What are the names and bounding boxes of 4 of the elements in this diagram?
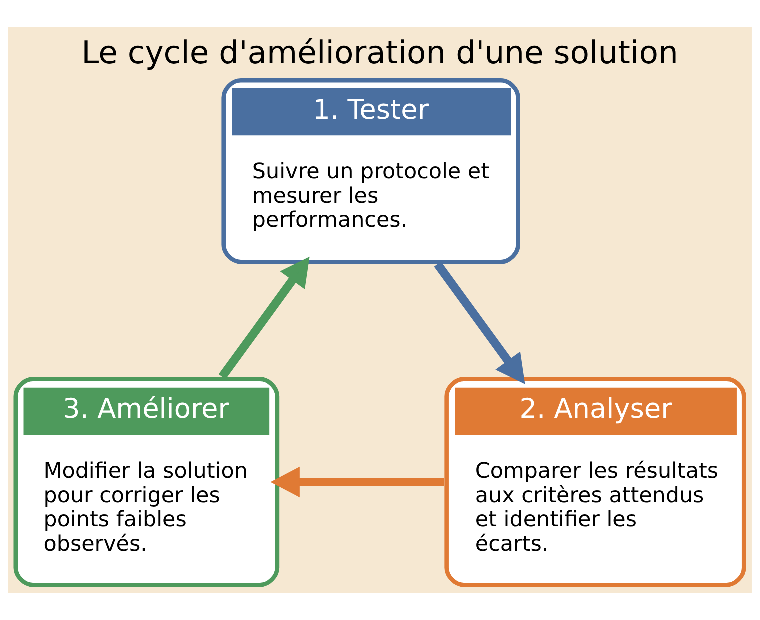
arrow <box>218 256 310 380</box>
arrow <box>434 262 526 384</box>
arrow <box>270 466 444 498</box>
diagram-title: Le cycle d'amélioration d'une solution <box>82 36 678 72</box>
